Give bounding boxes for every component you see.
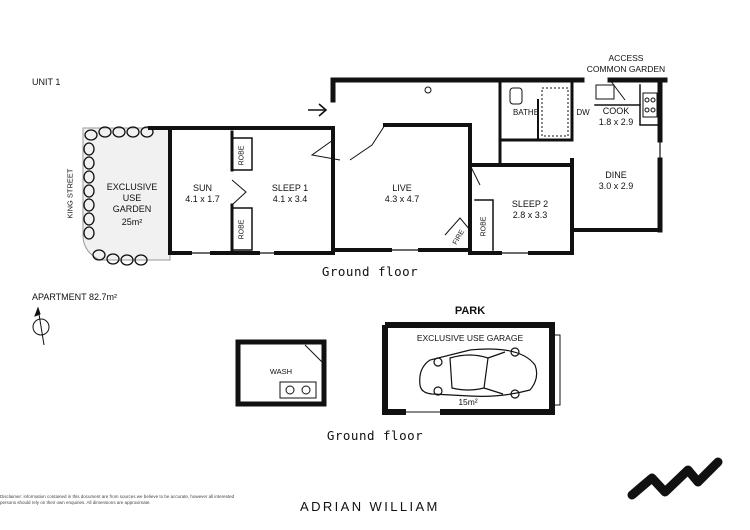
- brand-name: ADRIAN WILLIAM: [300, 499, 440, 514]
- garden-name: EXCLUSIVE USE GARDEN: [106, 182, 158, 214]
- unit-label: UNIT 1: [32, 77, 61, 87]
- kitchen-fixtures: [595, 84, 658, 118]
- bathe-name: BATHE: [512, 108, 540, 117]
- garage-name: EXCLUSIVE USE GARAGE: [416, 333, 524, 343]
- wash-room-walls: [235, 339, 327, 407]
- cook-name: COOK: [602, 106, 630, 116]
- apartment-walls: [148, 77, 668, 255]
- dine-dims: 3.0 x 2.9: [598, 181, 634, 191]
- sleep1-dims: 4.1 x 3.4: [272, 194, 308, 204]
- robe-label-2: ROBE: [238, 219, 246, 240]
- robe-label-1: ROBE: [238, 145, 246, 166]
- garage-walls: [382, 322, 561, 415]
- bathroom-fixtures: [424, 86, 569, 137]
- access-label: ACCESS COMMON GARDEN: [586, 53, 666, 74]
- sun-dims: 4.1 x 1.7: [185, 194, 220, 204]
- sleep2-dims: 2.8 x 3.3: [512, 210, 548, 220]
- floor-label-main: Ground floor: [321, 264, 419, 279]
- floor-label-lower: Ground floor: [326, 428, 424, 443]
- disclaimer-text: Disclaimer: information contained in thi…: [0, 494, 235, 505]
- garden-area-text: 25m²: [121, 217, 143, 227]
- entry-arrow-icon: [308, 103, 328, 117]
- sleep1-name: SLEEP 1: [271, 183, 309, 193]
- robe-label-3: ROBE: [480, 216, 488, 237]
- wash-name: WASH: [269, 367, 293, 376]
- garden-shrubs: [83, 126, 154, 266]
- live-name: LIVE: [392, 183, 412, 193]
- cook-dims: 1.8 x 2.9: [598, 117, 634, 127]
- door-swings: [231, 79, 626, 236]
- garden-area: [82, 126, 171, 266]
- car-icon: [419, 347, 538, 399]
- brand-logo-icon: [627, 457, 723, 500]
- garage-area: 15m²: [458, 397, 478, 407]
- park-label: PARK: [454, 305, 486, 317]
- dw-name: DW: [576, 108, 590, 117]
- north-compass-icon: [32, 306, 50, 346]
- sleep2-name: SLEEP 2: [511, 199, 549, 209]
- live-dims: 4.3 x 4.7: [384, 194, 420, 204]
- dine-name: DINE: [605, 170, 627, 180]
- sun-name: SUN: [192, 183, 212, 193]
- street-label: KING STREET: [65, 168, 75, 219]
- apartment-area-label: APARTMENT 82.7m²: [32, 292, 118, 302]
